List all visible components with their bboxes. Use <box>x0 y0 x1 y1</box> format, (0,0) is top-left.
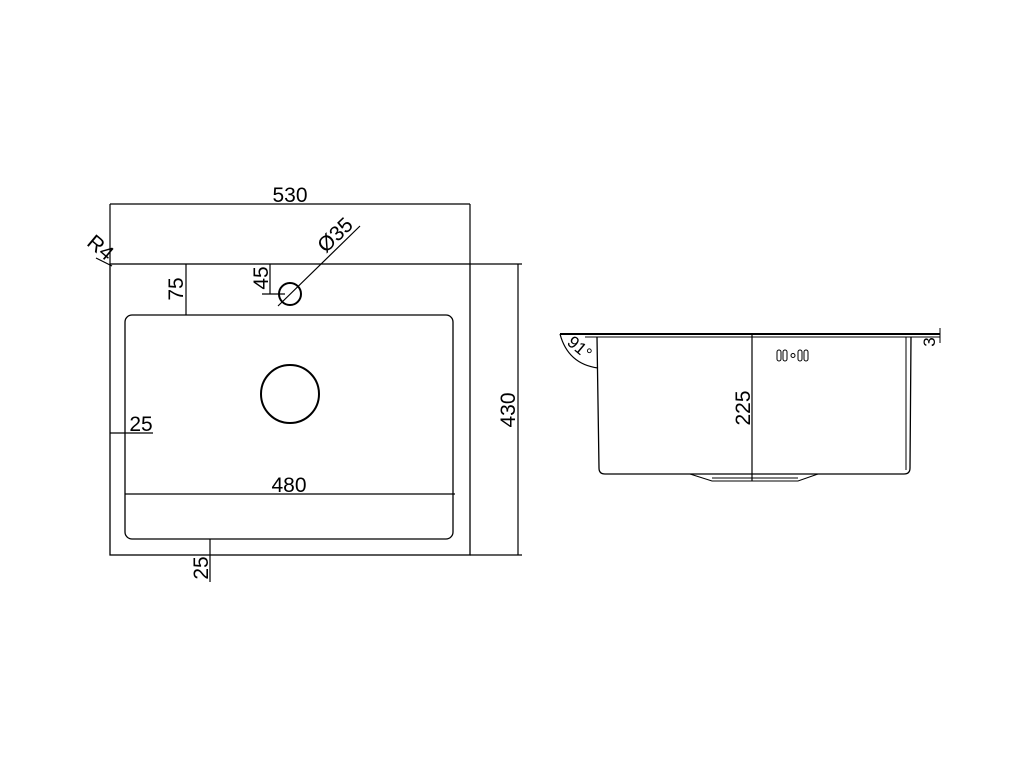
rim-thickness-dimension: 3 <box>920 337 939 346</box>
rim-thickness-label: 3 <box>920 337 939 346</box>
bowl-top-offset-label: 75 <box>165 277 188 300</box>
depth-dimension: 225 <box>732 334 755 481</box>
corner-radius-annotation: R4 <box>82 231 118 267</box>
sink-outline <box>109 263 471 556</box>
height-label: 430 <box>497 392 520 427</box>
bowl-width-dimension: 480 <box>125 474 455 497</box>
drain-outlet <box>689 473 819 482</box>
bowl-bottom-offset-dimension: 25 <box>190 539 213 582</box>
height-dimension: 430 <box>470 263 522 556</box>
width-label: 530 <box>272 184 307 207</box>
bowl-outline <box>124 314 454 540</box>
bowl-side-offset-dimension: 25 <box>110 413 153 436</box>
bowl-side-offset-label: 25 <box>129 413 152 436</box>
side-view: 91° 225 3 <box>559 328 941 482</box>
bowl-top-offset-dimension: 75 <box>165 264 188 315</box>
depth-label: 225 <box>732 390 755 425</box>
bowl-width-label: 480 <box>271 474 306 497</box>
tap-offset-dimension: 45 <box>250 264 285 295</box>
bowl-profile <box>596 336 912 475</box>
angle-annotation: 91° <box>559 332 599 369</box>
width-dimension: 530 <box>109 184 471 264</box>
tap-offset-label: 45 <box>250 266 273 289</box>
overflow-slots <box>776 349 809 362</box>
drain-hole <box>260 364 320 424</box>
tap-hole-leader: Ø35 <box>277 213 361 307</box>
corner-radius-label: R4 <box>82 231 118 266</box>
top-view: 530 430 R4 Ø35 45 75 <box>82 184 522 582</box>
tap-hole-diameter-label: Ø35 <box>313 213 358 257</box>
bowl-bottom-offset-label: 25 <box>190 556 213 579</box>
